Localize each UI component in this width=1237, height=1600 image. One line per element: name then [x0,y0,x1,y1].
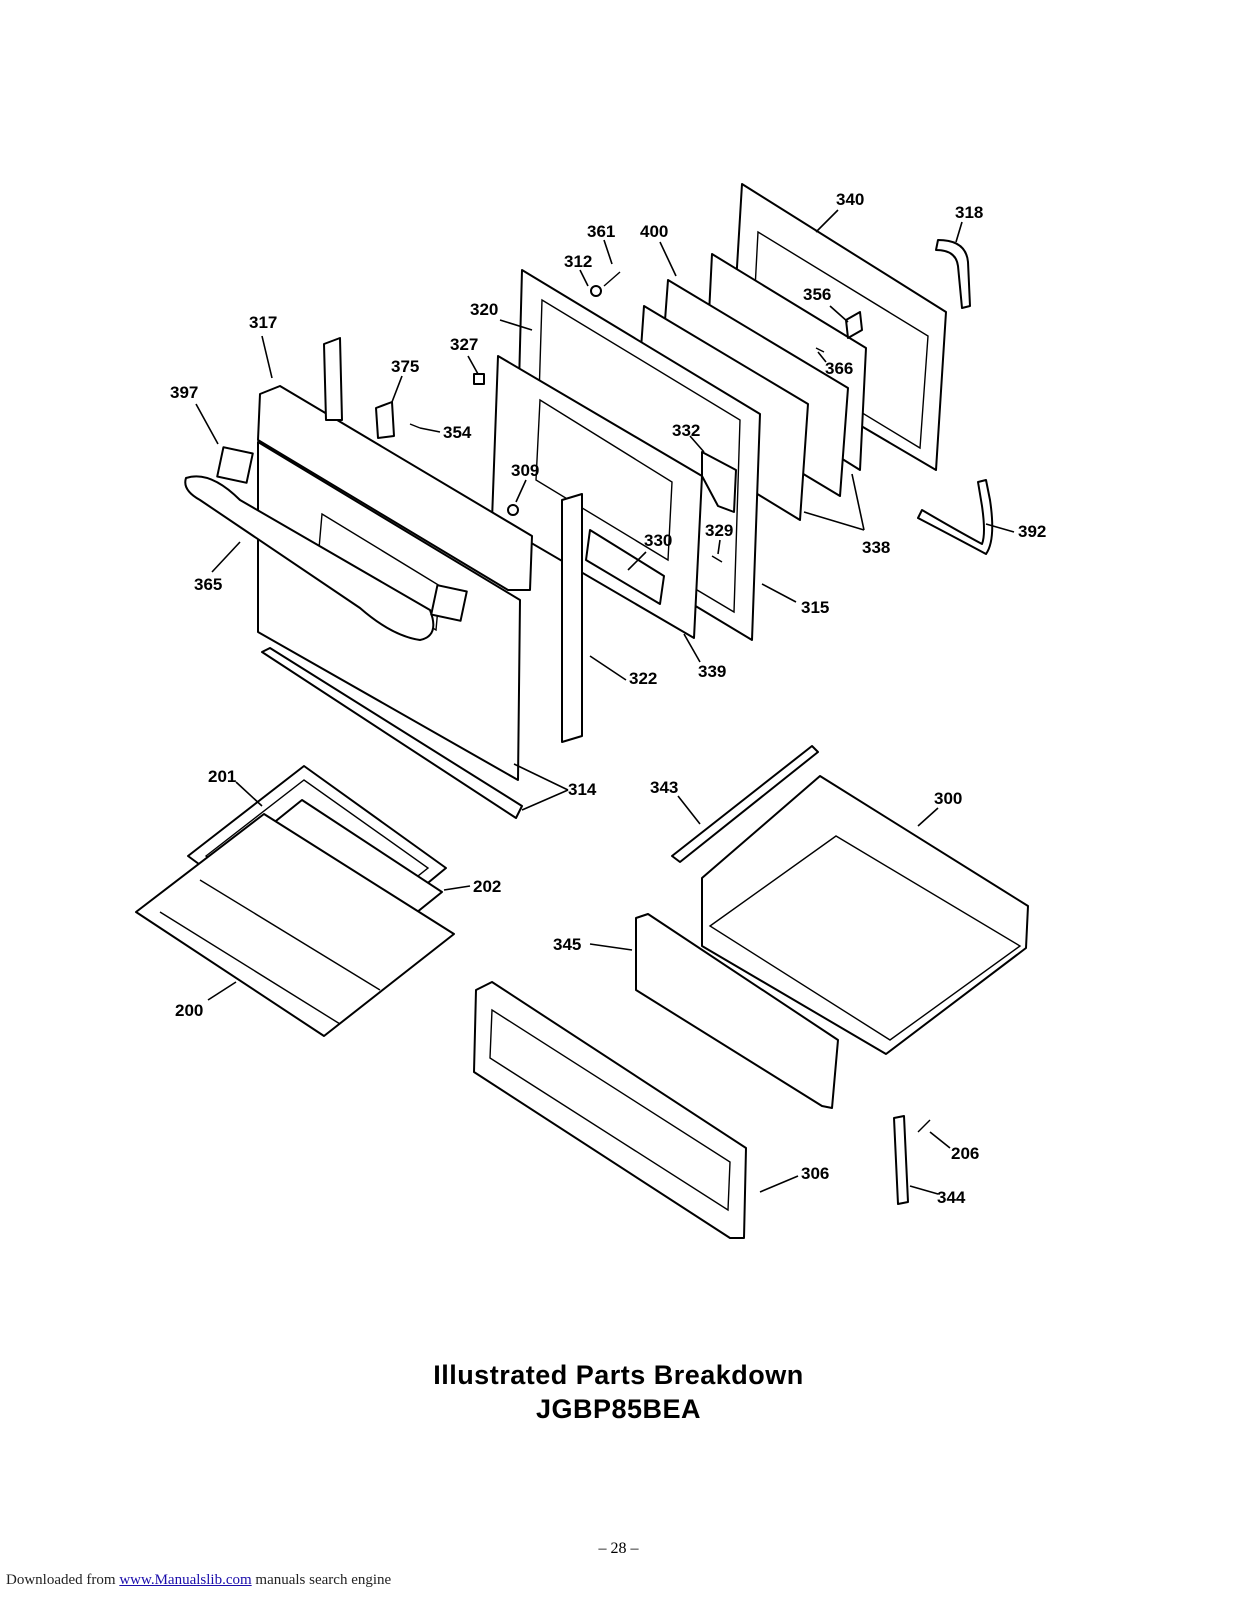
callout-340: 340 [836,190,864,209]
callout-366: 366 [825,359,853,378]
callout-206: 206 [951,1144,979,1163]
callout-329: 329 [705,521,733,540]
callout-306: 306 [801,1164,829,1183]
callout-344: 344 [937,1188,966,1207]
oven-rack-200 [135,813,455,1037]
callout-300: 300 [934,789,962,808]
title-block: Illustrated Parts Breakdown JGBP85BEA [0,1358,1237,1426]
callout-332: 332 [672,421,700,440]
screw-329 [711,555,723,563]
callout-320: 320 [470,300,498,319]
callout-317: 317 [249,313,277,332]
callout-356: 356 [803,285,831,304]
callout-345: 345 [553,935,581,954]
drawer-panel-306 [473,981,747,1239]
model-number: JGBP85BEA [535,1394,702,1424]
screw-361 [603,271,621,287]
side-trim-left [323,337,343,421]
gasket-392 [917,479,994,555]
callout-202: 202 [473,877,501,896]
callout-315: 315 [801,598,829,617]
footer-suffix: manuals search engine [251,1572,392,1588]
slide-rail-343 [671,745,819,863]
callout-312: 312 [564,252,592,271]
manualslib-link[interactable]: www.Manualslib.com [119,1572,252,1588]
drawer-side-344 [893,1115,909,1205]
drawer-front-345 [635,913,839,1109]
callout-400: 400 [640,222,668,241]
leader-lines [195,209,1015,1195]
callout-309: 309 [511,461,539,480]
hinge-375 [375,401,395,439]
callout-392: 392 [1018,522,1046,541]
callout-200: 200 [175,1001,203,1020]
callout-365: 365 [194,575,222,594]
gasket-318 [935,239,971,309]
screw-206 [917,1119,931,1133]
vent-330 [585,529,665,605]
callout-375: 375 [391,357,419,376]
callout-318: 318 [955,203,983,222]
callout-labels: 340 318 361 400 312 356 320 317 327 375 … [170,190,1046,1207]
callout-354: 354 [443,423,472,442]
bracket-356 [845,311,863,339]
page-number: – 28 – [598,1540,639,1557]
parts-diagram: 340 318 361 400 312 356 320 317 327 375 … [135,183,1046,1239]
handle-365 [184,475,435,641]
callout-361: 361 [587,222,615,241]
clip-327 [473,373,485,385]
callout-201: 201 [208,767,236,786]
callout-314: 314 [568,780,597,799]
callout-339: 339 [698,662,726,681]
drawer-body-300 [701,775,1029,1055]
callout-330: 330 [644,531,672,550]
callout-397: 397 [170,383,198,402]
callout-322: 322 [629,669,657,688]
footer-prefix: Downloaded from [6,1572,120,1588]
handle-cap-right [430,584,468,622]
screw-366 [815,347,825,353]
callout-343: 343 [650,778,678,797]
callout-327: 327 [450,335,478,354]
bracket-332 [701,451,737,513]
bottom-trim-314 [261,647,523,819]
callout-338: 338 [862,538,890,557]
handle-cap-397 [216,446,254,484]
page-title: Illustrated Parts Breakdown [433,1360,804,1390]
nut-309 [507,504,519,516]
download-footer: Downloaded from www.Manualslib.com manua… [6,1572,391,1589]
top-trim-317 [257,385,533,591]
screw-354 [409,423,421,429]
side-trim-322 [561,493,583,743]
washer-312 [590,285,602,297]
